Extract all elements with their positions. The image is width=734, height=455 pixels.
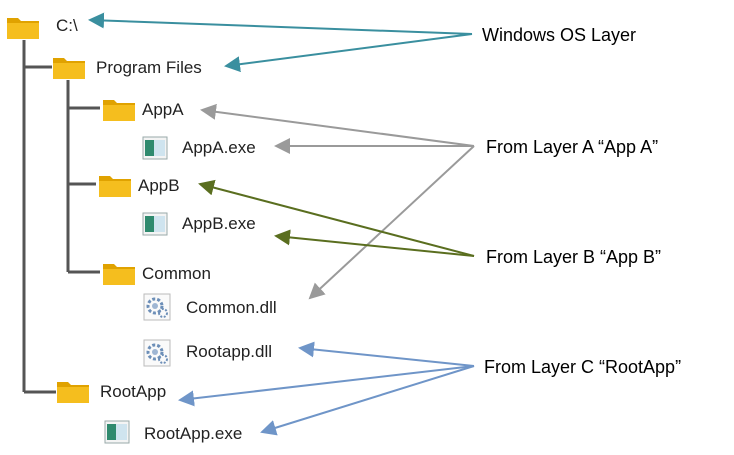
layer-label-windows: Windows OS Layer [482,25,637,45]
arrow-layer-b-to-appb-exe [274,229,475,257]
folder-icon [103,264,135,285]
exe-file-icon [142,212,168,236]
exe-file-icon [104,420,130,444]
layer-label-c: From Layer C “RootApp” [484,357,682,377]
folder-icon [53,58,85,79]
exe-file-icon [142,136,168,160]
arrow-layer-a-to-common-dll [308,145,475,300]
folder-icon [99,176,131,197]
arrow-layer-b-to-appb [198,179,475,257]
node-common-dll: Common.dll [186,298,277,317]
arrow-layer-c-to-rootapp [178,365,475,407]
folder-icon [103,100,135,121]
node-rootapp-dll: Rootapp.dll [186,342,273,361]
node-appa: AppA [142,100,184,119]
dll-gear-icon [143,293,171,321]
arrow-layer-c-to-rootapp-dll [298,341,475,367]
node-appb: AppB [138,176,180,195]
arrow-windows-to-program-files [224,33,473,73]
node-program-files: Program Files [96,58,202,77]
layer-label-a: From Layer A “App A” [486,137,659,157]
node-appb-exe: AppB.exe [182,214,256,233]
node-root: C:\ [56,16,78,35]
folder-icon [7,18,39,39]
arrow-layer-c-to-rootapp-exe [260,365,475,436]
layer-label-b: From Layer B “App B” [486,247,662,267]
arrow-windows-to-root [88,12,473,35]
folder-icon [57,382,89,403]
arrow-layer-a-to-appa [200,103,475,147]
dll-gear-icon [143,339,171,367]
node-rootapp-exe: RootApp.exe [144,424,243,443]
node-common: Common [142,264,211,283]
node-appa-exe: AppA.exe [182,138,256,157]
node-rootapp: RootApp [100,382,167,401]
